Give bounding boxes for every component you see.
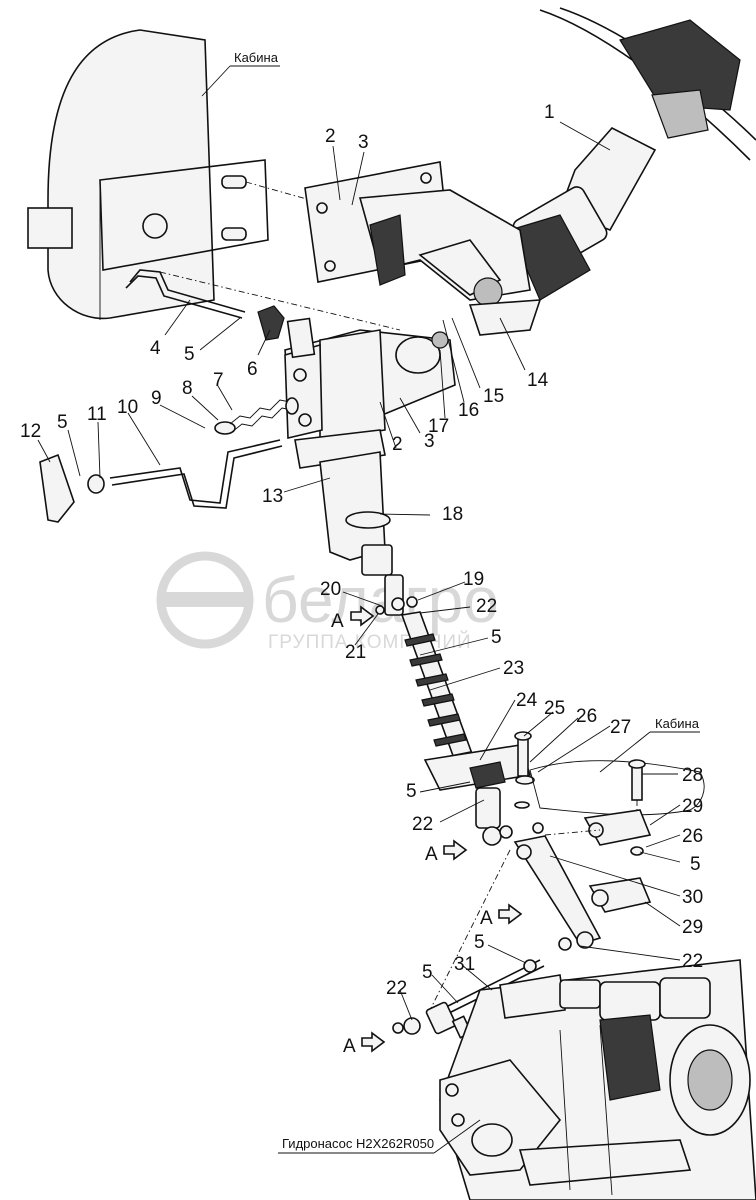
- column-bracket: [304, 161, 542, 336]
- bracket-29-lower: [588, 877, 652, 913]
- callout-27: 27: [610, 717, 631, 738]
- callout-13: 13: [262, 486, 283, 507]
- callout-8: 8: [182, 378, 193, 399]
- arrow-icon: [350, 605, 375, 627]
- callout-6: 6: [247, 359, 258, 380]
- callout-1: 1: [544, 102, 555, 123]
- callout-28: 28: [682, 765, 703, 786]
- callout-23: 23: [503, 658, 524, 679]
- rod-assembly: [375, 574, 532, 846]
- view-letter-a: A: [331, 611, 344, 632]
- callout-26b: 26: [682, 826, 703, 847]
- arrow-icon: [498, 903, 523, 925]
- callout-12: 12: [20, 421, 41, 442]
- callout-29a: 29: [682, 796, 703, 817]
- callout-30: 30: [682, 887, 703, 908]
- label-cabin-top: Кабина: [234, 50, 279, 65]
- callout-5f: 5: [422, 962, 433, 983]
- callout-18: 18: [442, 504, 463, 525]
- callout-2: 2: [325, 126, 336, 147]
- callout-25: 25: [544, 698, 565, 719]
- bolt-25: [514, 731, 535, 809]
- cabin-wall: [27, 29, 311, 320]
- view-marker-a-1: A: [331, 605, 375, 632]
- bracket-29-upper: [583, 809, 652, 856]
- view-marker-a-2: A: [425, 839, 468, 865]
- callout-11: 11: [87, 404, 107, 425]
- belagro-logo-icon: [156, 551, 254, 649]
- view-letter-a: A: [480, 908, 493, 929]
- callout-5c: 5: [406, 781, 417, 802]
- callout-31: 31: [454, 954, 475, 975]
- callout-15: 15: [483, 386, 504, 407]
- callout-5b: 5: [491, 627, 502, 648]
- callout-5: 5: [184, 344, 195, 365]
- arrow-icon: [443, 839, 468, 861]
- callout-17: 17: [428, 416, 449, 437]
- callout-22d: 22: [386, 978, 407, 999]
- label-pump: Гидронасос H2X262R050: [282, 1136, 434, 1151]
- callout-19: 19: [463, 569, 484, 590]
- callout-5e: 5: [474, 932, 485, 953]
- view-marker-a-3: A: [480, 903, 523, 929]
- steering-wheel: [539, 7, 756, 161]
- label-cabin-mid: Кабина: [655, 716, 700, 731]
- callout-4: 4: [150, 338, 161, 359]
- watermark-brand: белагро: [262, 564, 499, 636]
- callout-3b: 3: [424, 431, 435, 452]
- arrow-icon: [361, 1031, 386, 1053]
- cable-4: [125, 269, 401, 341]
- watermark: белагро ГРУППА КОМПАНИЙ: [156, 551, 499, 653]
- callout-29b: 29: [682, 917, 703, 938]
- cable-10: [39, 397, 299, 523]
- lever-30: [429, 822, 602, 1011]
- callout-22b: 22: [412, 814, 433, 835]
- callout-10: 10: [117, 397, 138, 418]
- leader-lines: [37, 121, 681, 1021]
- callout-26a: 26: [576, 706, 597, 727]
- callout-3: 3: [358, 132, 369, 153]
- view-letter-a: A: [425, 844, 438, 865]
- callout-22a: 22: [476, 596, 497, 617]
- callouts: 1 2 3 4 5 6 7 8 9 10 11 12 13 14 15 16 1…: [20, 102, 703, 999]
- callout-5d: 5: [690, 854, 701, 875]
- callout-5g: 5: [57, 412, 68, 433]
- callout-24: 24: [516, 690, 538, 711]
- callout-20: 20: [320, 579, 341, 600]
- view-marker-a-4: A: [343, 1031, 386, 1057]
- callout-2b: 2: [392, 434, 403, 455]
- callout-7: 7: [213, 370, 224, 391]
- view-letter-a: A: [343, 1036, 356, 1057]
- hydraulic-pump: [439, 959, 756, 1200]
- callout-9: 9: [151, 388, 162, 409]
- callout-14: 14: [527, 370, 549, 391]
- callout-21: 21: [345, 642, 366, 663]
- callout-16: 16: [458, 400, 479, 421]
- cabin-floor: [529, 760, 705, 816]
- callout-22c: 22: [682, 951, 703, 972]
- steering-column: [509, 127, 657, 301]
